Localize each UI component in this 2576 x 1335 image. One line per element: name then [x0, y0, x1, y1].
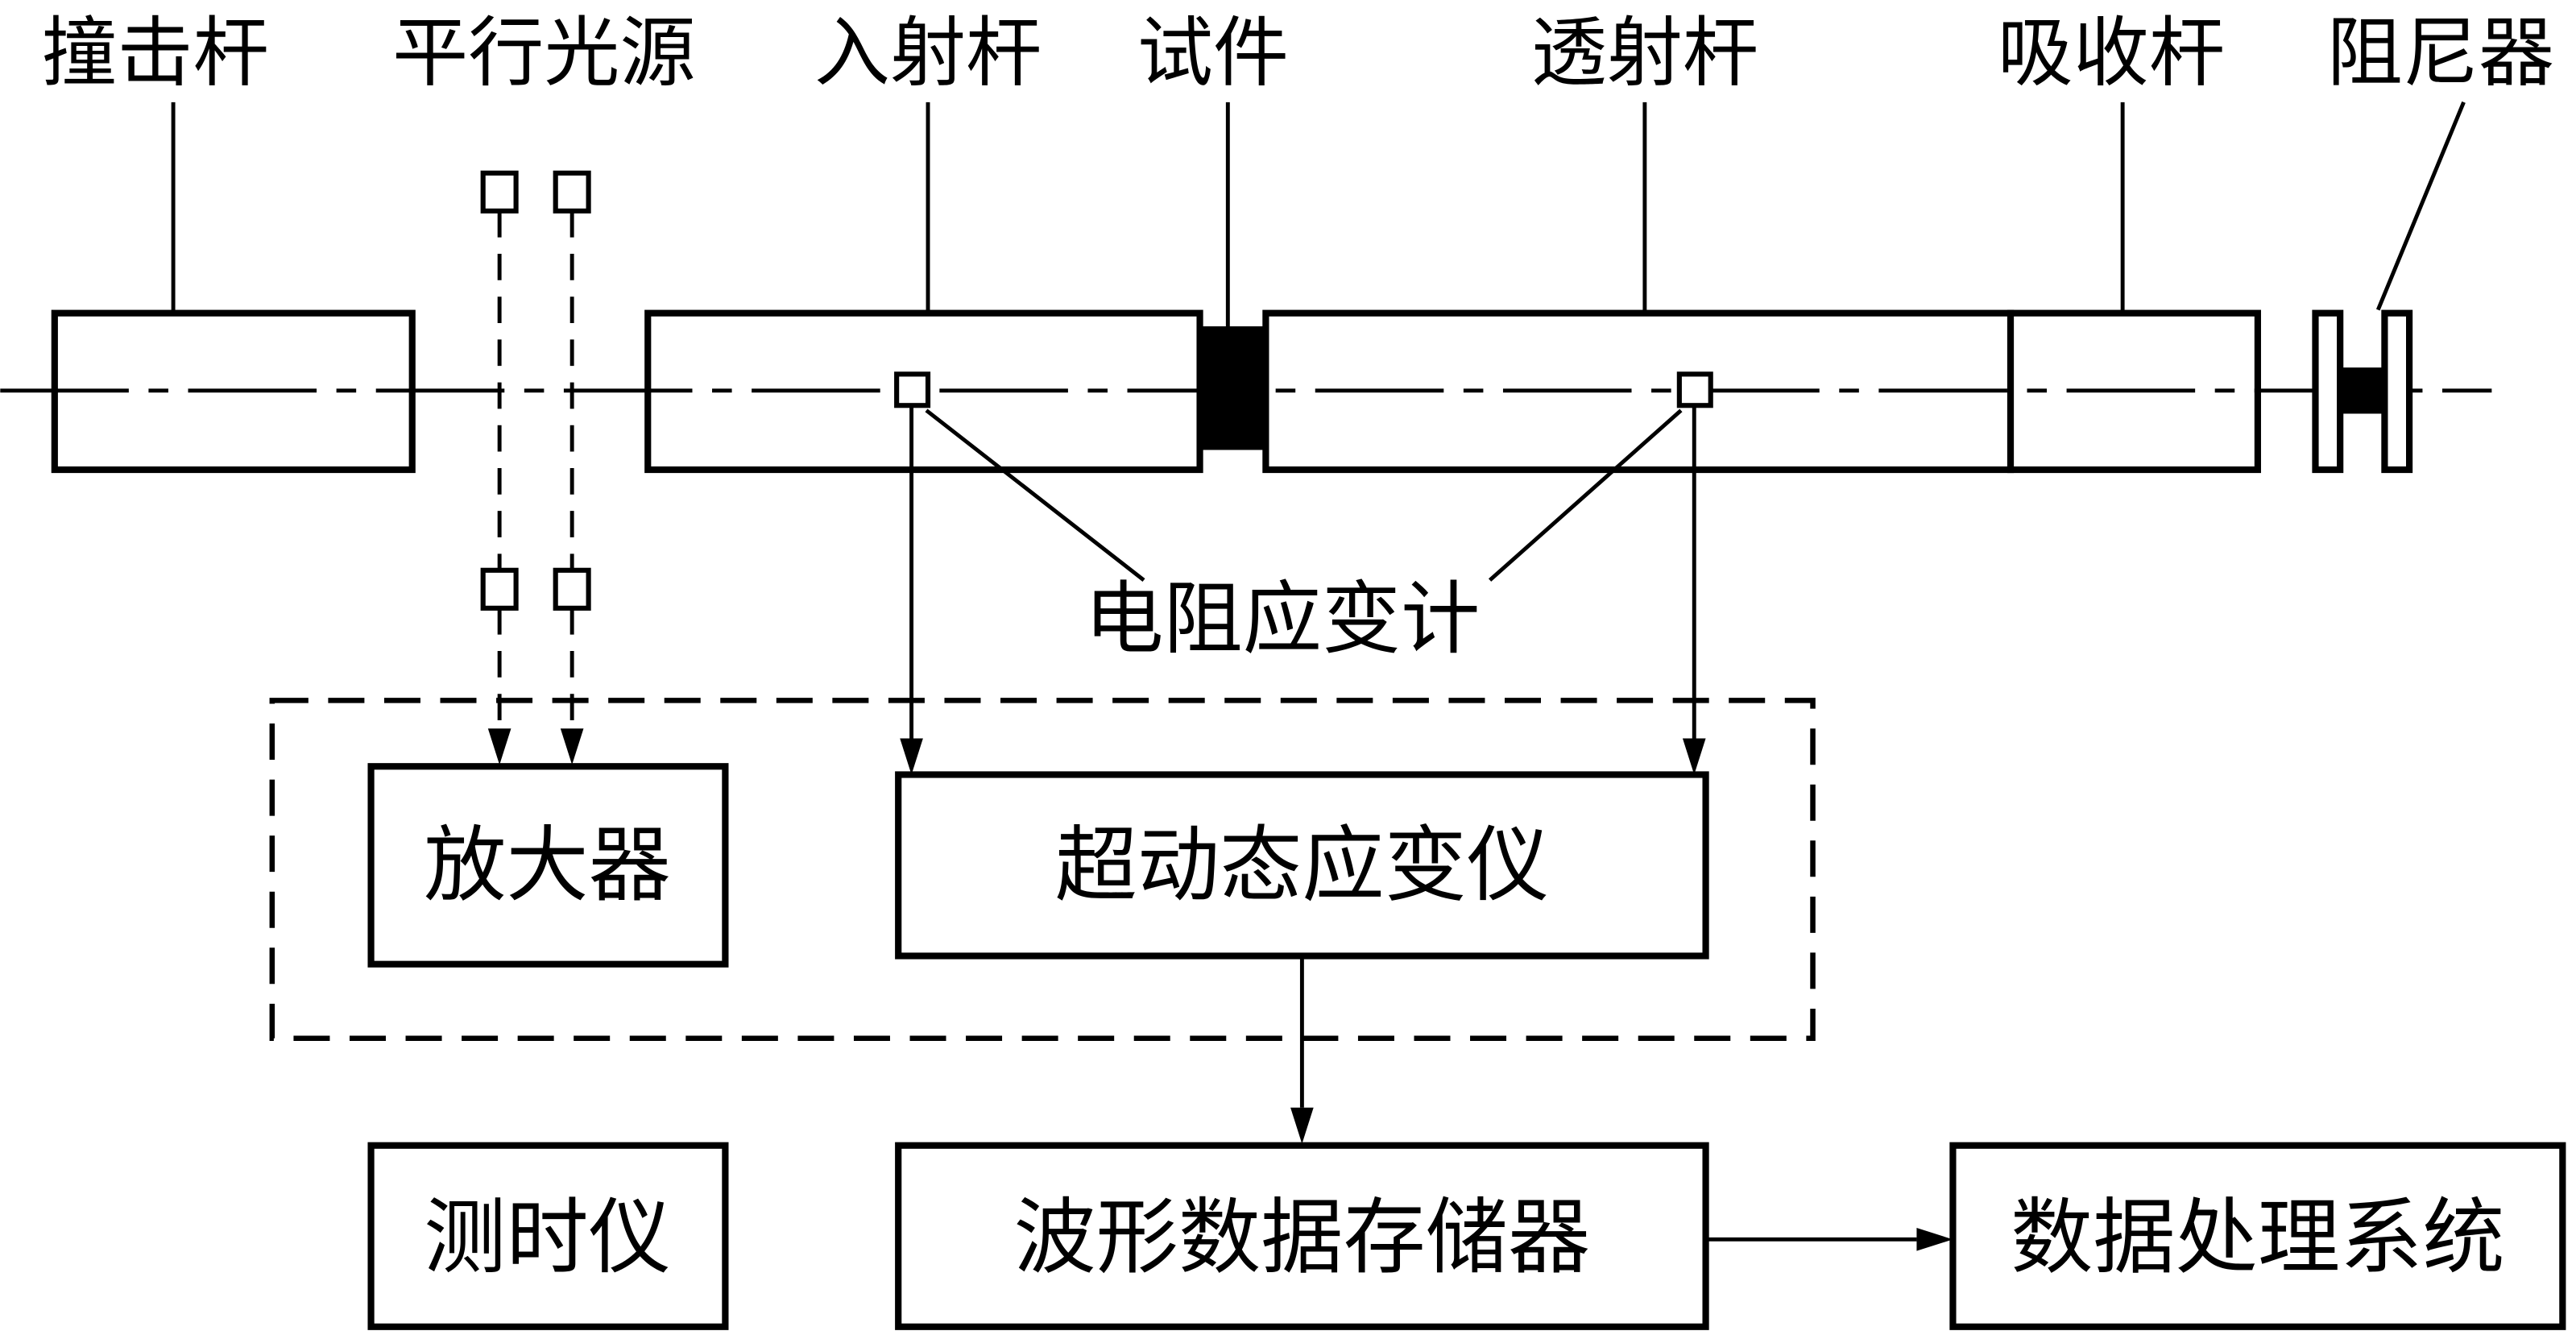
light-emitter-left-shape	[480, 170, 519, 214]
label-striker-bar: 撞击杆	[41, 12, 268, 96]
strain-meter-box	[895, 771, 1709, 960]
damper-assembly	[2312, 309, 2413, 474]
box-connectors	[1290, 956, 1953, 1251]
labels-group: 撞击杆 平行光源 入射杆 试件 透射杆 吸收杆 阻尼器 电阻应变计 放大器 超动…	[41, 12, 2554, 1284]
arrowhead-to-processing	[1916, 1228, 1953, 1251]
damper-plate-left	[2312, 309, 2344, 474]
light-arrowhead-left	[487, 728, 511, 765]
label-incident-bar: 入射杆	[814, 12, 1042, 96]
label-waveform-storage: 波形数据存储器	[1013, 1193, 1590, 1284]
light-receiver-right-shape	[553, 567, 591, 611]
damper-core	[2340, 367, 2387, 414]
strain-gauge-incident-shape	[894, 371, 931, 408]
amplifier-box	[367, 763, 729, 968]
leader-lines	[171, 101, 2466, 329]
gauge-callout-right-diagonal	[1488, 408, 1683, 582]
label-amplifier: 放大器	[424, 821, 671, 912]
arrowhead-to-storage	[1290, 1107, 1314, 1144]
leader-damper	[2375, 101, 2466, 311]
label-specimen: 试件	[1137, 12, 1289, 96]
parallel-light-source-group	[480, 170, 591, 765]
label-damper: 阻尼器	[2327, 12, 2554, 96]
label-timer: 测时仪	[424, 1193, 671, 1284]
gauge-arrowhead-right	[1682, 738, 1706, 775]
instrument-enclosure-dashed-box	[269, 698, 1816, 1042]
label-resistance-strain-gauge: 电阻应变计	[1084, 577, 1480, 664]
gauge-callout-left-diagonal	[925, 408, 1145, 583]
gauge-arrowhead-left	[900, 738, 923, 775]
specimen-shape	[1198, 326, 1268, 450]
data-processing-box	[1949, 1142, 2566, 1330]
label-parallel-light: 平行光源	[392, 12, 695, 96]
strain-gauge-transmission-shape	[1676, 371, 1713, 408]
waveform-storage-box	[895, 1142, 1709, 1330]
light-arrowhead-right	[560, 728, 584, 765]
damper-plate-right	[2381, 309, 2413, 474]
label-data-processing: 数据处理系统	[2011, 1193, 2505, 1284]
instrument-boxes	[367, 763, 2566, 1330]
label-transmission-bar: 透射杆	[1531, 12, 1758, 96]
strain-gauges-group	[894, 371, 1713, 775]
timer-box	[367, 1142, 729, 1330]
light-emitter-right-shape	[553, 170, 591, 214]
label-absorber-bar: 吸收杆	[1998, 12, 2225, 96]
label-strain-meter: 超动态应变仪	[1055, 821, 1550, 912]
light-receiver-left-shape	[480, 567, 519, 611]
